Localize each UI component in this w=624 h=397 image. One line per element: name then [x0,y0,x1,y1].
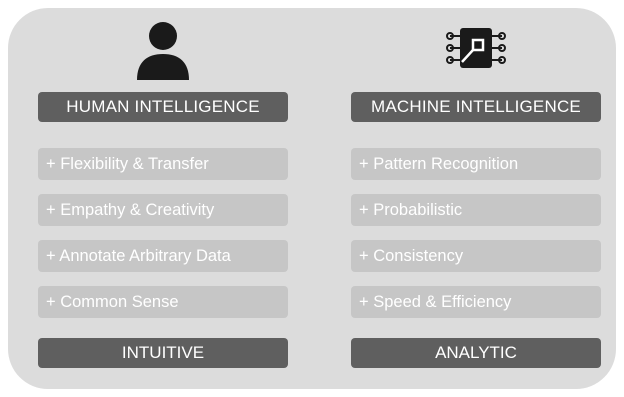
machine-intelligence-footer: ANALYTIC [351,338,601,368]
machine-intelligence-title: MACHINE INTELLIGENCE [351,92,601,122]
machine-trait-item: + Speed & Efficiency [351,286,601,318]
comparison-panel: HUMAN INTELLIGENCE + Flexibility & Trans… [8,8,616,389]
machine-trait-item: + Pattern Recognition [351,148,601,180]
machine-trait-item: + Consistency [351,240,601,272]
human-intelligence-title: HUMAN INTELLIGENCE [38,92,288,122]
human-trait-item: + Empathy & Creativity [38,194,288,226]
machine-trait-item: + Probabilistic [351,194,601,226]
human-trait-item: + Common Sense [38,286,288,318]
human-trait-item: + Annotate Arbitrary Data [38,240,288,272]
person-icon [137,22,189,80]
human-intelligence-footer: INTUITIVE [38,338,288,368]
chip-icon [446,28,506,68]
human-trait-item: + Flexibility & Transfer [38,148,288,180]
